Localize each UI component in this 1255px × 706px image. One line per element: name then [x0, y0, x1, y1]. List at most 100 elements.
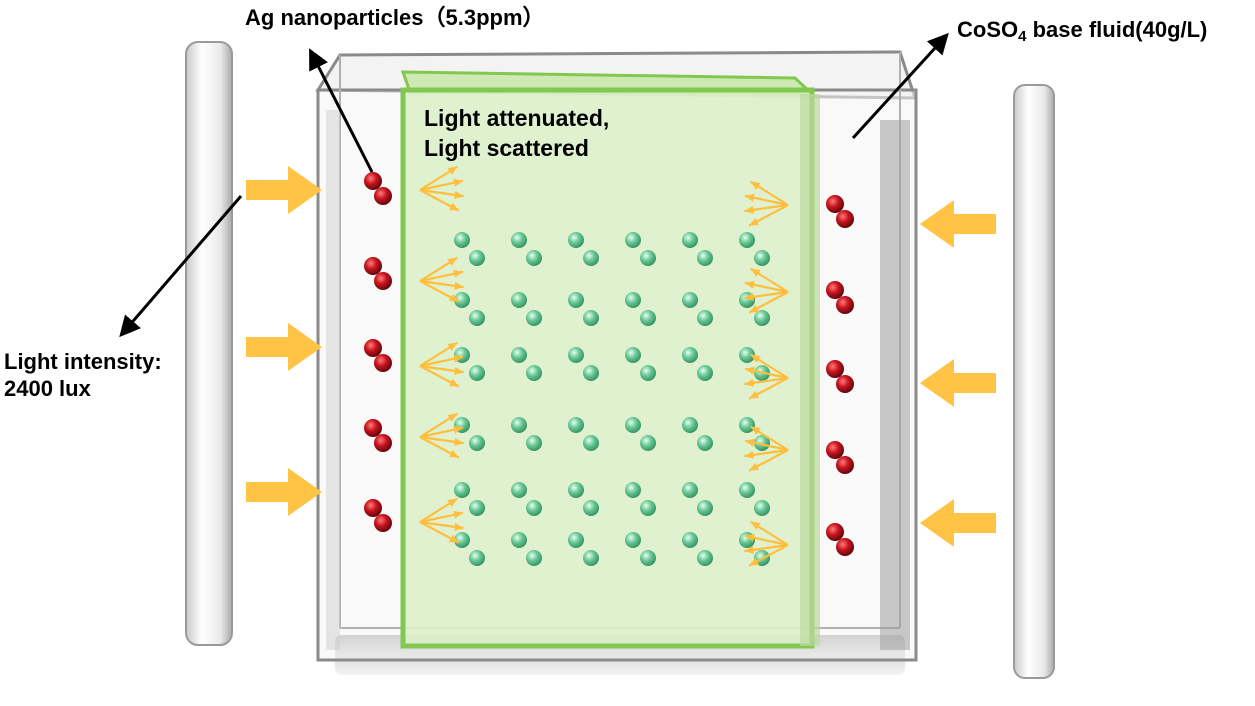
ag-particle [374, 354, 392, 372]
coso4-particle [697, 310, 713, 326]
coso4-particle [640, 365, 656, 381]
left-light-arrow-2 [246, 323, 322, 371]
scatter-ray-head [749, 217, 759, 226]
coso4-particle [739, 482, 755, 498]
ag-pair-left-4 [364, 419, 392, 452]
coso4-particle [511, 232, 527, 248]
scatter-ray-head [454, 281, 464, 290]
scatter-fans [419, 165, 789, 567]
ag-pair-left-2 [364, 257, 392, 290]
coso4-particle [526, 550, 542, 566]
coso4-particle [625, 232, 641, 248]
coso4-particle [511, 417, 527, 433]
coso4-particle [583, 310, 599, 326]
left-lamp [185, 41, 233, 646]
coso4-particle [754, 250, 770, 266]
scatter-ray-head [744, 366, 755, 375]
coso4-particle [568, 532, 584, 548]
coso4-particle [511, 532, 527, 548]
coso4-particle [625, 532, 641, 548]
ag-pair-right-5 [826, 523, 854, 556]
coso4-particle [454, 232, 470, 248]
light-effect-line-1: Light attenuated, [424, 105, 610, 131]
coso4-particle [697, 435, 713, 451]
coso4-particle [469, 500, 485, 516]
coso4-particle [682, 417, 698, 433]
ag-particle [364, 499, 382, 517]
coso4-label-subscript: 4 [1018, 28, 1027, 45]
coso4-particle [640, 550, 656, 566]
scatter-ray-head [749, 557, 759, 566]
coso4-leader-arrow [851, 32, 949, 140]
coso4-particle [526, 435, 542, 451]
coso4-base-fluid-label: CoSO4 base fluid(40g/L) [957, 16, 1207, 45]
coso4-particle [469, 365, 485, 381]
coso4-particle [640, 500, 656, 516]
scatter-ray-head [750, 426, 761, 435]
coso4-particle [568, 482, 584, 498]
ag-particle [364, 419, 382, 437]
right-light-arrow-1 [920, 200, 996, 248]
inner-panel-right-side [800, 94, 820, 646]
ag-particle [836, 210, 854, 228]
coso4-particle [583, 435, 599, 451]
ag-pair-right-1 [826, 195, 854, 228]
right-light-arrow-2 [920, 359, 996, 407]
coso4-particles [454, 232, 770, 566]
coso4-particle [754, 500, 770, 516]
scatter-ray-head [744, 533, 755, 542]
scatter-ray-head [744, 438, 755, 447]
scatter-ray-head [449, 449, 459, 458]
ag-pair-right-2 [826, 281, 854, 314]
ag-leader-arrow [309, 48, 374, 173]
coso4-particle [754, 435, 770, 451]
scatter-ray-head [750, 268, 761, 277]
ag-pair-left-1 [364, 172, 392, 205]
ag-particle [826, 441, 844, 459]
coso4-particle [697, 550, 713, 566]
ag-pair-left-5 [364, 499, 392, 532]
ag-particle [374, 514, 392, 532]
scatter-ray-head [744, 545, 754, 554]
coso4-particle [454, 292, 470, 308]
coso4-particle [697, 500, 713, 516]
container-left-wall [326, 110, 340, 650]
coso4-particle [454, 532, 470, 548]
scatter-ray-head [453, 425, 464, 434]
scatter-fan-right-1 [744, 180, 789, 227]
ag-particle [374, 272, 392, 290]
scatter-ray-head [744, 292, 754, 301]
scatter-ray-head [750, 354, 761, 363]
coso4-particle [469, 250, 485, 266]
ag-particle [364, 257, 382, 275]
coso4-particle [682, 232, 698, 248]
coso4-particle [469, 550, 485, 566]
right-lamp [1013, 84, 1055, 679]
light-intensity-label: Light intensity: 2400 lux [4, 348, 162, 402]
scatter-ray-head [749, 462, 759, 471]
coso4-particle [454, 482, 470, 498]
coso4-label-prefix: CoSO [957, 17, 1019, 42]
ag-particle [836, 296, 854, 314]
scatter-ray-head [454, 190, 464, 199]
coso4-particle [568, 232, 584, 248]
coso4-particle [640, 310, 656, 326]
coso4-particle [697, 250, 713, 266]
coso4-particle [640, 250, 656, 266]
scatter-fan-left-2 [419, 256, 464, 303]
scatter-ray-head [744, 450, 754, 459]
coso4-particle [625, 347, 641, 363]
coso4-particle [697, 365, 713, 381]
ag-particles [364, 172, 854, 556]
light-effect-label: Light attenuated, Light scattered [424, 103, 609, 163]
coso4-particle [682, 347, 698, 363]
ag-pair-right-3 [826, 360, 854, 393]
ag-particle [826, 523, 844, 541]
coso4-particle [469, 310, 485, 326]
scatter-ray-head [449, 534, 459, 543]
scatter-fan-right-4 [744, 425, 789, 472]
light-intensity-line-2: 2400 lux [4, 376, 91, 401]
coso4-particle [511, 292, 527, 308]
coso4-particle [511, 347, 527, 363]
